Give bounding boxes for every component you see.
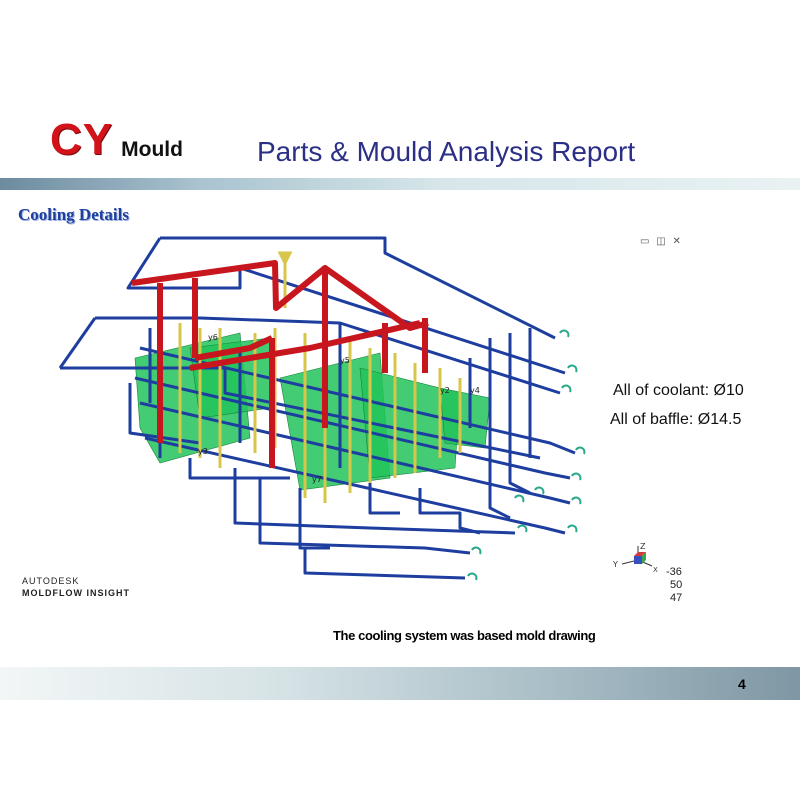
- coolant-spec: All of coolant: Ø10: [613, 382, 744, 399]
- autodesk-brand: AUTODESK MOLDFLOW INSIGHT: [22, 576, 130, 598]
- page-title: Parts & Mould Analysis Report: [257, 136, 636, 167]
- section-title: Cooling Details: [18, 205, 129, 224]
- diagram-node-labels: y6 y5 y4 y3 y7 y2: [198, 333, 480, 484]
- coord-value: 47: [670, 592, 683, 604]
- node-label: y2: [440, 386, 450, 395]
- node-label: y7: [312, 475, 322, 484]
- brand-line-2: MOLDFLOW INSIGHT: [22, 588, 130, 598]
- node-label: y5: [340, 356, 350, 365]
- axis-z-label: Z: [640, 542, 646, 551]
- inlet-connectors: [467, 329, 586, 581]
- window-controls-icon[interactable]: ▭ ◫ ✕: [640, 236, 683, 247]
- cooling-system-diagram: y6 y5 y4 y3 y7 y2: [58, 236, 586, 581]
- brand-line-1: AUTODESK: [22, 576, 80, 586]
- coord-value: 50: [670, 579, 683, 591]
- red-manifold: [131, 260, 429, 468]
- coord-value: -36: [666, 566, 682, 578]
- node-label: y6: [208, 333, 218, 342]
- figure-caption: The cooling system was based mold drawin…: [333, 628, 596, 643]
- node-label: y3: [198, 447, 208, 456]
- view-coordinates: -36 50 47: [666, 566, 682, 605]
- view-triad-icon[interactable]: Z Y X: [612, 540, 666, 574]
- header-divider-bar: [0, 178, 800, 190]
- axis-y-label: Y: [612, 560, 618, 569]
- company-logo: CY Mould: [50, 118, 183, 162]
- page-number: 4: [738, 676, 746, 692]
- axis-x-label: X: [653, 566, 658, 574]
- logo-cy-text: CY: [50, 115, 114, 164]
- logo-mould-text: Mould: [121, 138, 183, 161]
- node-label: y4: [470, 386, 480, 395]
- footer-bar: [0, 667, 800, 700]
- baffle-spec: All of baffle: Ø14.5: [610, 411, 742, 428]
